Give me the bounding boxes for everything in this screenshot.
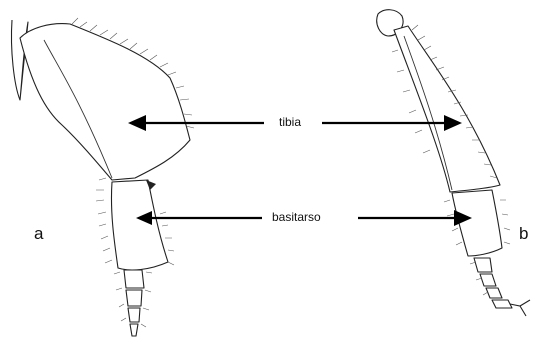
panel-b-label: b [519,224,529,243]
leg-a-tarsus-4 [129,323,139,337]
leg-a-basitarsus [110,179,169,271]
leg-b-tibia-inner-line [403,35,453,191]
basitarso-arrow-left [136,211,262,225]
leg-a-setae [71,17,195,328]
basitarso-arrow-right [358,210,472,226]
leg-b-setae [391,24,511,296]
leg-b-drawing [376,9,531,317]
basitarso-label: basitarso [272,210,321,224]
leg-b-claw [509,299,531,317]
tibia-arrow-right [322,115,462,131]
leg-a-joint-knob [146,180,156,190]
leg-a-femur [10,19,29,101]
leg-b-tarsus-chain [473,257,513,309]
leg-b-tibia [393,25,501,193]
leg-a-tarsus-1 [123,269,145,289]
panel-a-label: a [34,224,44,243]
tibia-label: tibia [279,115,302,129]
leg-a-tarsus-2 [125,289,143,307]
leg-a-tibia-inner-line [43,39,113,179]
leg-a-tarsus-3 [127,307,141,323]
tibia-arrow-left [128,115,264,131]
leg-a-tibia [19,23,191,181]
leg-a-drawing [10,17,195,337]
